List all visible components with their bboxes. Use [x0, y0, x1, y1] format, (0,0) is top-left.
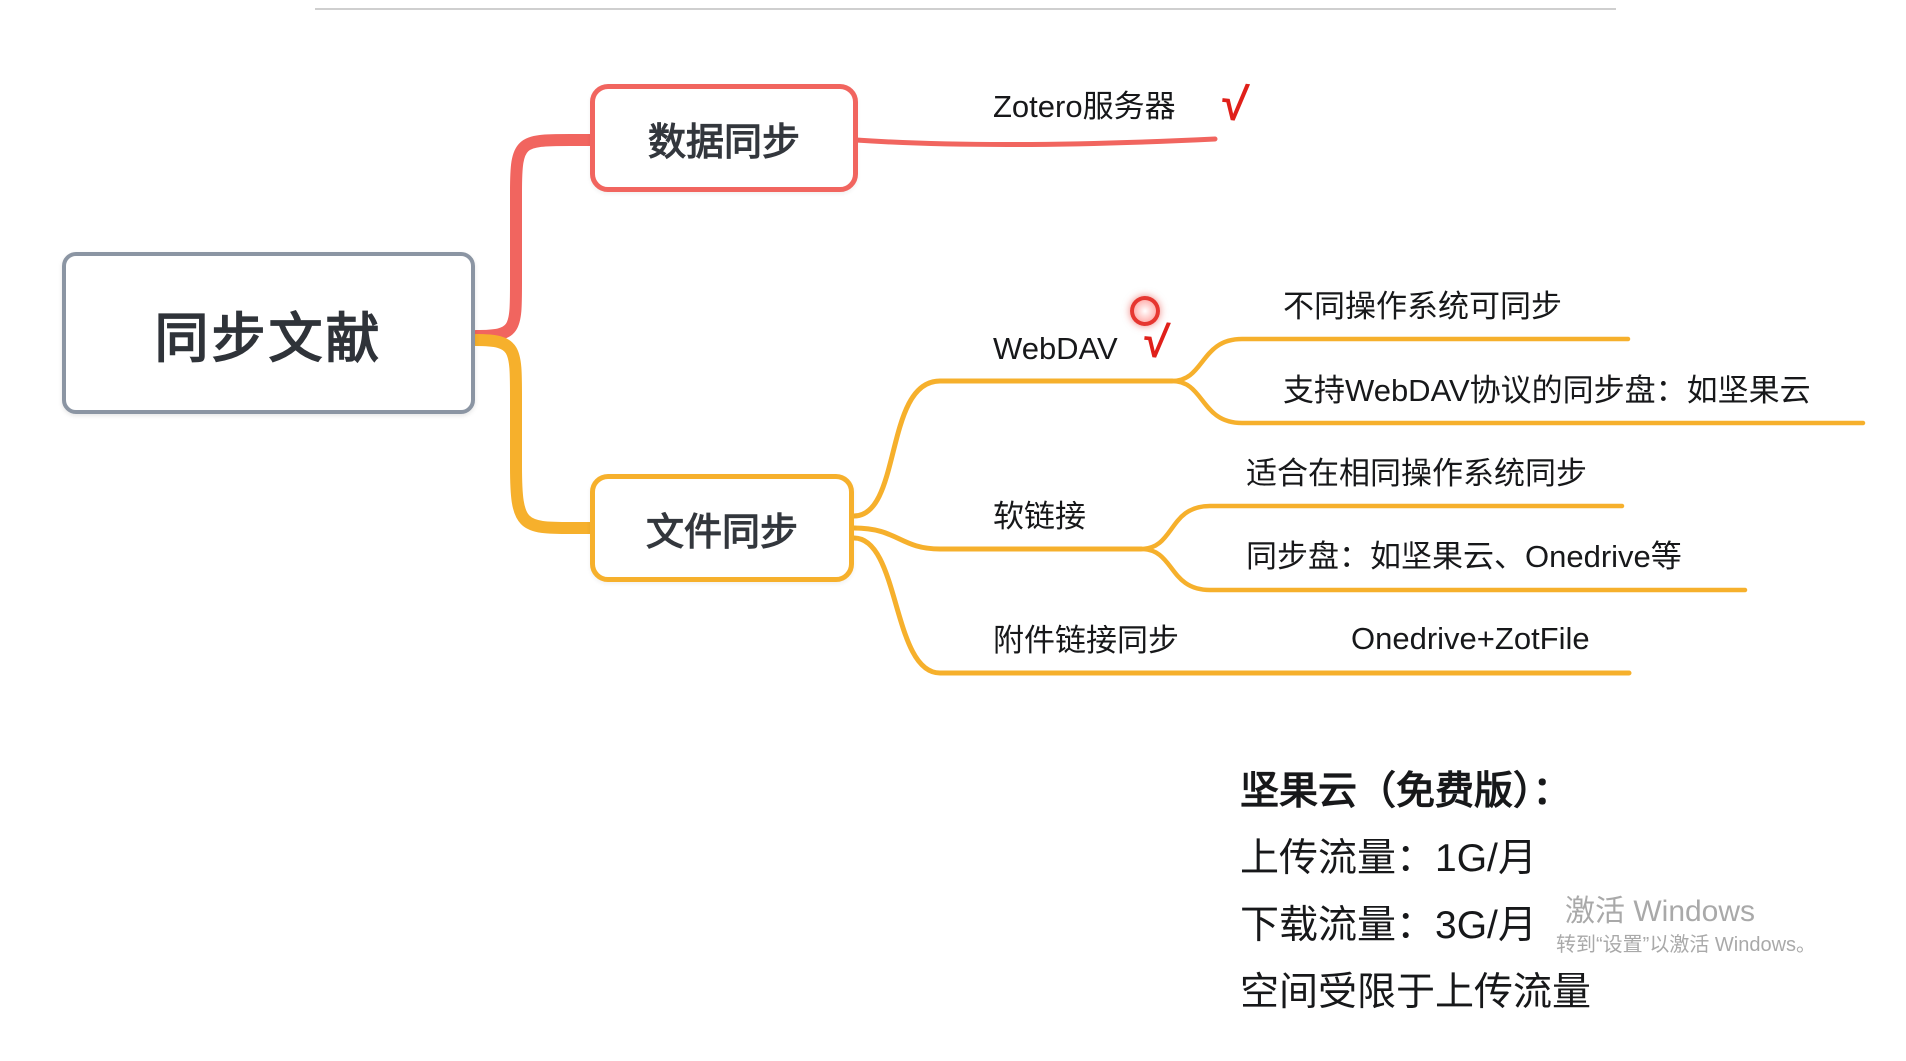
checkmark-zotero-icon: √	[1219, 75, 1251, 132]
watermark-activate-line: 激活 Windows	[1565, 895, 1756, 928]
note-jianguoyun: 坚果云（免费版）： 上传流量：1G/月 下载流量：3G/月 空间受限于上传流量	[1240, 758, 1591, 1026]
node-attachment-link-sync[interactable]: 附件链接同步	[993, 623, 1179, 658]
node-data-sync-label: 数据同步	[647, 121, 800, 164]
node-webdav-protocol-disk[interactable]: 支持WebDAV协议的同步盘：如坚果云	[1283, 373, 1811, 408]
node-root-label: 同步文献	[154, 308, 383, 369]
branch-line-different-os	[1169, 336, 1631, 384]
node-different-os-sync[interactable]: 不同操作系统可同步	[1283, 289, 1562, 324]
branch-line-zotero-server	[853, 136, 1218, 147]
node-zotero-server[interactable]: Zotero服务器	[993, 89, 1176, 124]
laser-pointer-dot	[1130, 296, 1160, 326]
note-download-line: 下载流量：3G/月	[1240, 904, 1537, 947]
note-upload-line: 上传流量：1G/月	[1240, 837, 1537, 880]
node-file-sync-label: 文件同步	[645, 511, 798, 554]
branch-line-attachment-link	[851, 535, 1632, 676]
branch-line-webdav	[851, 378, 1175, 519]
branch-line-data-sync-trunk	[470, 134, 598, 342]
branch-line-file-sync-trunk	[470, 334, 598, 534]
node-onedrive-zotfile[interactable]: Onedrive+ZotFile	[1351, 621, 1590, 656]
node-same-os-sync[interactable]: 适合在相同操作系统同步	[1246, 456, 1587, 491]
node-softlink[interactable]: 软链接	[993, 499, 1086, 534]
watermark-settings-line: 转到“设置”以激活 Windows。	[1556, 934, 1817, 956]
node-syncdisk-examples[interactable]: 同步盘：如坚果云、Onedrive等	[1246, 539, 1682, 574]
node-webdav[interactable]: WebDAV	[993, 331, 1118, 366]
branch-line-softlink	[851, 525, 1144, 552]
branch-line-webdav-disk	[1169, 378, 1866, 426]
node-data-sync[interactable]: 数据同步	[590, 84, 858, 192]
node-root[interactable]: 同步文献	[62, 252, 475, 414]
note-space-line: 空间受限于上传流量	[1240, 971, 1592, 1014]
note-title: 坚果云（免费版）：	[1240, 770, 1572, 813]
branch-line-syncdisk	[1138, 546, 1748, 593]
branch-line-same-os	[1138, 503, 1625, 552]
window-top-edge	[315, 8, 1616, 10]
node-file-sync[interactable]: 文件同步	[590, 474, 854, 582]
